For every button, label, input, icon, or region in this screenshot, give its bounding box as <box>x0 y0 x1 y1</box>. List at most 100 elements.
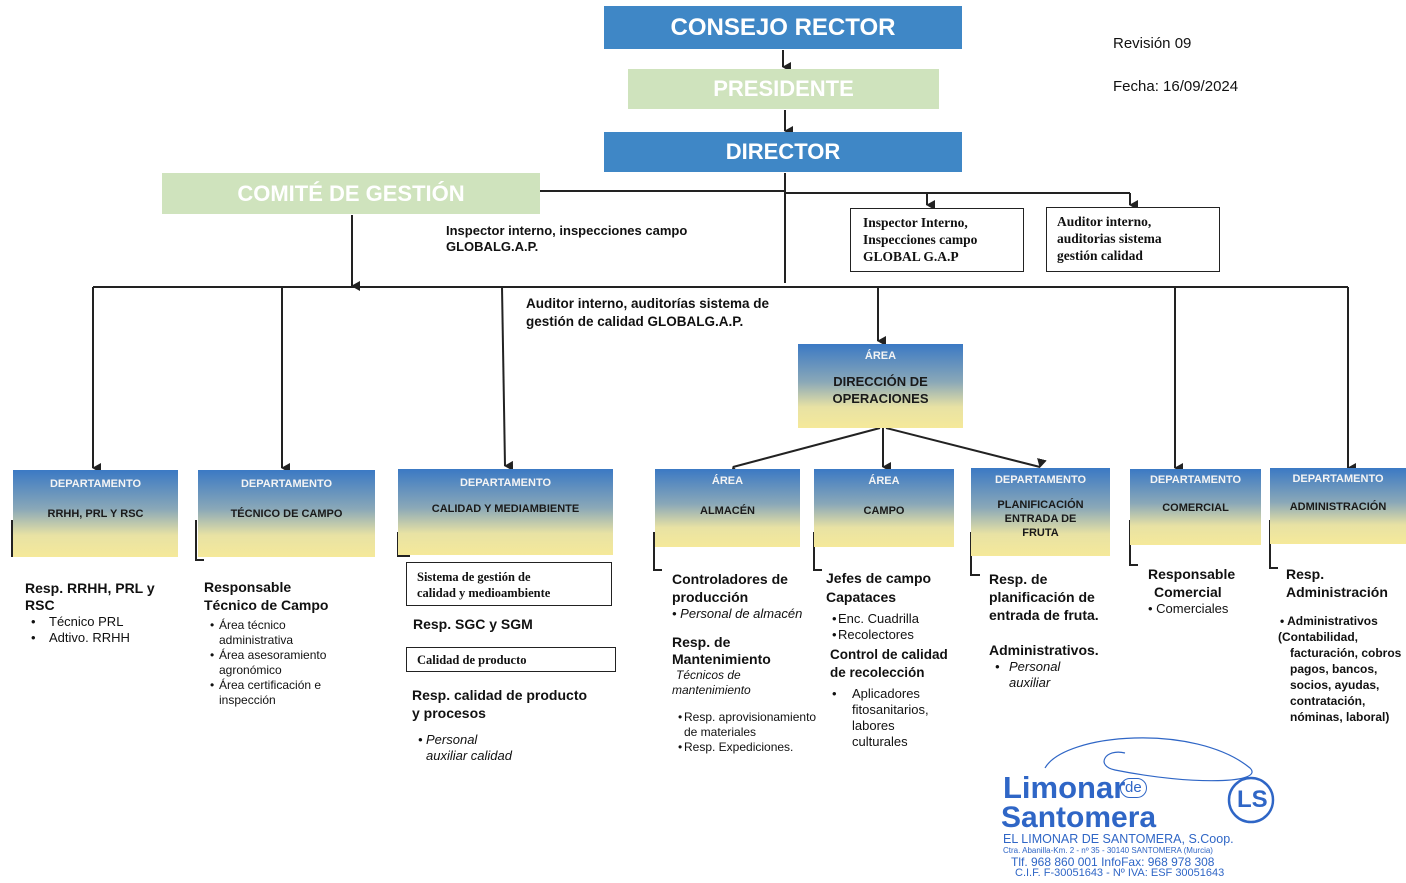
item-line: fitosanitarios, <box>852 702 929 717</box>
comite-gestion-box: COMITÉ DE GESTIÓN <box>162 173 540 214</box>
dept-rrhh: DEPARTAMENTO RRHH, PRL Y RSC <box>13 470 178 557</box>
dept-name: PLANIFICACIÓN <box>997 499 1084 511</box>
item-line: Personal <box>1009 659 1061 674</box>
dept-calidad: DEPARTAMENTO CALIDAD Y MEDIAMBIENTE <box>398 469 613 555</box>
comercial-title: Comercial <box>1154 584 1222 600</box>
auditor-note-line: Auditor interno, auditorías sistema de <box>526 296 770 311</box>
item-line: Área certificación e <box>219 678 322 692</box>
admin-line: contratación, <box>1290 694 1366 708</box>
control-calidad-title: Control de calidad <box>830 647 948 662</box>
planificacion-column: Resp. de planificación de entrada de fru… <box>989 570 1129 691</box>
list-item: Enc. Cuadrilla <box>826 611 966 627</box>
plan-admin: Administrativos. <box>989 642 1099 658</box>
rrhh-title: Resp. RRHH, PRL y <box>25 580 155 596</box>
sgc-box: Sistema de gestión de calidad y medioamb… <box>406 562 612 606</box>
admin-title: Resp. <box>1286 566 1325 582</box>
company-stamp: Limonar de LS Santomera EL LIMONAR DE SA… <box>995 728 1285 880</box>
dept-label: ÁREA <box>711 475 744 487</box>
item-line: administrativa <box>219 633 294 647</box>
item-line: Área técnico <box>219 618 286 632</box>
mantenimiento-title: Resp. de <box>672 634 731 650</box>
fecha-text: Fecha: 16/09/2024 <box>1113 78 1239 95</box>
item-line: Administrativos <box>1287 614 1378 628</box>
dept-comercial: DEPARTAMENTO COMERCIAL <box>1130 469 1261 545</box>
item-line: Comerciales <box>1156 601 1229 616</box>
sgc-box-line: Sistema de gestión de <box>417 570 531 584</box>
resp-sgc: Resp. SGC y SGM <box>413 616 533 632</box>
item-line: Personal de almacén <box>680 606 803 621</box>
stamp-de: de <box>1120 778 1147 798</box>
area-name: DIRECCIÓN DE <box>833 374 928 389</box>
resp-calidad: y procesos <box>412 705 486 721</box>
dept-label: DEPARTAMENTO <box>240 478 333 490</box>
dept-label: DEPARTAMENTO <box>994 474 1087 486</box>
stamp-ls-logo: LS <box>1237 786 1268 813</box>
area-label: ÁREA <box>864 350 897 362</box>
auditor-note: Auditor interno, auditorías sistema de g… <box>526 295 769 331</box>
dept-label: DEPARTAMENTO <box>1292 473 1384 485</box>
resp-calidad: Resp. calidad de producto <box>412 687 588 703</box>
dept-label: ÁREA <box>868 475 900 487</box>
item-line: Personal <box>426 732 478 747</box>
presidente-box: PRESIDENTE <box>628 69 939 109</box>
comercial-column: Responsable Comercial • Comerciales <box>1148 565 1268 617</box>
item-line: culturales <box>852 734 908 749</box>
dept-name: ENTRADA DE <box>1004 513 1077 525</box>
rrhh-column: Resp. RRHH, PRL y RSC Técnico PRL Adtivo… <box>25 580 175 646</box>
plan-title: Resp. de <box>989 571 1048 587</box>
dept-label: DEPARTAMENTO <box>49 478 142 490</box>
dept-administracion: DEPARTAMENTO ADMINISTRACIÓN <box>1270 468 1406 544</box>
mantenimiento-title: Mantenimiento <box>672 651 771 667</box>
dept-name: CALIDAD Y MEDIAMBIENTE <box>431 503 580 515</box>
dept-name: CAMPO <box>863 505 905 517</box>
stamp-swirl-icon <box>1044 737 1275 824</box>
item-line: Resp. Expediciones. <box>684 740 794 754</box>
rrhh-title: RSC <box>25 597 55 613</box>
dept-name: COMERCIAL <box>1162 502 1229 514</box>
item-line: Aplicadores <box>852 686 920 701</box>
list-item: Aplicadores fitosanitarios, labores cult… <box>826 686 966 750</box>
item-line: de materiales <box>684 725 757 739</box>
campo-title: Capataces <box>826 589 897 605</box>
almacen-title: producción <box>672 589 749 605</box>
almacen-column: Controladores de producción • Personal d… <box>672 570 842 755</box>
calidad-producto-box: Calidad de producto <box>406 647 616 672</box>
control-calidad-title: de recolección <box>830 665 925 680</box>
stamp-line: C.I.F. F-30051643 - Nº IVA: ESF 30051643 <box>1015 867 1225 879</box>
admin-title: Administración <box>1286 584 1388 600</box>
inspector-note-line: Inspector interno, inspecciones campo <box>446 223 688 238</box>
item-line: labores <box>852 718 895 733</box>
dept-name: ADMINISTRACIÓN <box>1289 501 1387 513</box>
inspector-interno-box: Inspector Interno, Inspecciones campo GL… <box>850 208 1024 272</box>
dept-name: ALMACÉN <box>700 505 755 517</box>
tecnico-title: Responsable <box>204 579 292 595</box>
area-almacen: ÁREA ALMACÉN <box>655 469 800 547</box>
area-direccion-operaciones: ÁREA DIRECCIÓN DE OPERACIONES <box>798 344 963 428</box>
tecnicos-line: Técnicos de <box>676 668 741 682</box>
inspector-note-line: GLOBALG.A.P. <box>446 239 539 254</box>
list-item: Resp. Expediciones. <box>672 740 842 755</box>
revision-text: Revisión 09 <box>1113 35 1192 52</box>
administracion-column: Resp. Administración • Administrativos (… <box>1278 565 1406 725</box>
campo-column: Jefes de campo Capataces Enc. Cuadrilla … <box>826 569 966 750</box>
admin-line: nóminas, laboral) <box>1290 710 1390 724</box>
plan-title: entrada de fruta. <box>989 607 1099 623</box>
item-line: inspección <box>219 693 276 707</box>
list-item: Adtivo. RRHH <box>25 630 175 646</box>
list-item: • Administrativos <box>1280 614 1378 628</box>
director-box: DIRECTOR <box>604 132 962 172</box>
almacen-personal: • Personal de almacén <box>672 606 803 621</box>
consejo-rector-box: CONSEJO RECTOR <box>604 6 962 49</box>
item-line: auxiliar <box>1009 675 1051 690</box>
sgc-box-line: calidad y medioambiente <box>417 586 551 600</box>
inspector-box-line: GLOBAL G.A.P <box>863 249 959 264</box>
comercial-title: Responsable <box>1148 566 1236 582</box>
dept-name: FRUTA <box>1022 527 1059 539</box>
area-campo: ÁREA CAMPO <box>814 469 954 547</box>
stamp-brand: Santomera <box>1001 801 1157 834</box>
